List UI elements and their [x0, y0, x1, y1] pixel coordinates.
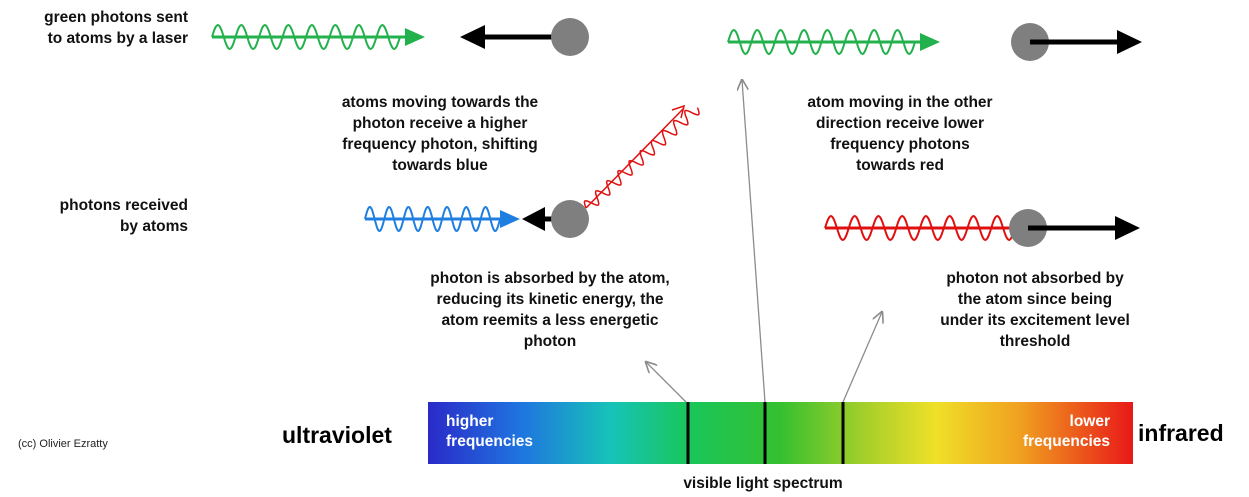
label-lower-frequencies: lower frequencies	[1022, 413, 1110, 450]
reemitted-red-photon	[583, 104, 700, 209]
green-photon-left	[211, 23, 425, 51]
label-visible-spectrum: visible light spectrum	[683, 475, 843, 492]
atom-moving-left	[460, 18, 589, 56]
label-photon-not-absorbed: photon not absorbed by the atom since be…	[940, 270, 1130, 350]
atom-moving-right	[1011, 23, 1142, 61]
label-ultraviolet: ultraviolet	[282, 422, 392, 448]
label-towards-blue: atoms moving towards the photon receive …	[341, 94, 539, 174]
green-photon-right	[727, 28, 940, 56]
label-green-photons-sent: green photons sent to atoms by a laser	[44, 9, 188, 47]
atom-not-absorbing	[1009, 209, 1140, 247]
blue-photon	[364, 205, 520, 233]
red-photon	[824, 214, 1020, 242]
visible-spectrum-bar	[428, 402, 1133, 464]
pointer-to-reemitted	[646, 362, 687, 403]
pointer-to-red	[842, 312, 882, 403]
label-infrared: infrared	[1138, 420, 1224, 446]
label-towards-red: atom moving in the other direction recei…	[807, 94, 993, 174]
label-photons-received: photons received by atoms	[59, 197, 188, 235]
credit-text: (cc) Olivier Ezratty	[18, 438, 108, 450]
atom-absorbing	[522, 200, 589, 238]
label-higher-frequencies: higher frequencies	[446, 413, 534, 450]
pointer-to-green	[742, 80, 766, 403]
label-photon-absorbed: photon is absorbed by the atom, reducing…	[430, 270, 670, 350]
